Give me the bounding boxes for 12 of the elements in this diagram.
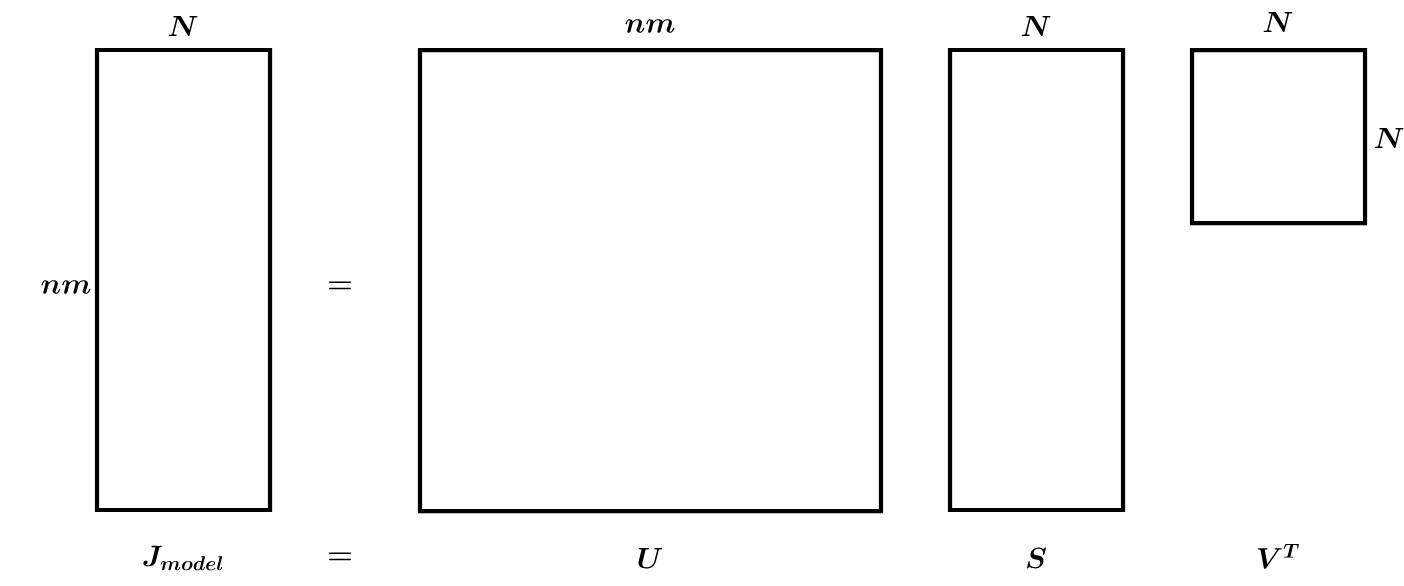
matrix-name: $N$: [1374, 128, 1404, 148]
dimension-label: $N$: [168, 16, 198, 36]
dimension-label: $N$: [1021, 16, 1051, 36]
matrix-name: $J_{model}$: [143, 545, 223, 571]
dimension-label: $N$: [1263, 12, 1293, 32]
dimension-label: $nm$: [625, 19, 675, 33]
equals-sign: $=$: [329, 552, 351, 561]
equals-sign: $=$: [329, 281, 351, 290]
matrix-name: $V^{T}$: [1257, 544, 1299, 569]
matrix-name: $S$: [1027, 547, 1046, 569]
dimension-label: $nm$: [41, 280, 91, 294]
matrix-name: $U$: [638, 548, 663, 569]
